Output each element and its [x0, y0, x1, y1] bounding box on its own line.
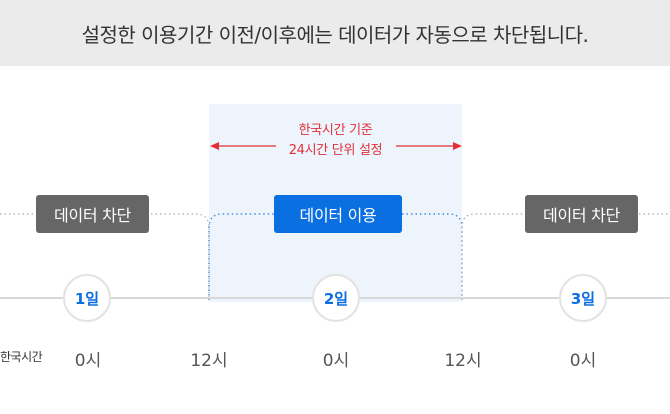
tick-label-0h-day1: 0시 — [74, 351, 102, 371]
tick-label-0h-day3: 0시 — [569, 351, 597, 371]
data-blocked-before-badge: 데이터 차단 — [36, 195, 149, 233]
data-blocked-after-badge: 데이터 차단 — [525, 195, 638, 233]
day-1-label: 1일 — [74, 289, 100, 308]
range-arrow-right-head — [453, 142, 462, 150]
blocked-before-dotted-line — [0, 213, 210, 300]
tick-label-0h-day2: 0시 — [322, 351, 350, 371]
data-use-label: 데이터 이용 — [299, 206, 377, 225]
day-3-marker: 3일 — [559, 274, 607, 322]
day-3-label: 3일 — [570, 289, 596, 308]
notice-text: 설정한 이용기간 이전/이후에는 데이터가 자동으로 차단됩니다. — [81, 22, 589, 47]
tick-label-12h-day2: 12시 — [444, 351, 482, 371]
day-2-marker: 2일 — [312, 274, 360, 322]
timezone-label: 한국시간 — [0, 350, 43, 364]
notice-banner: 설정한 이용기간 이전/이후에는 데이터가 자동으로 차단됩니다. — [0, 0, 670, 66]
day-1-marker: 1일 — [63, 274, 111, 322]
range-note: 한국시간 기준 24시간 단위 설정 — [209, 121, 462, 161]
range-note-line1: 한국시간 기준 — [298, 123, 373, 138]
range-arrow-left-head — [210, 142, 219, 150]
tick-label-12h-day1: 12시 — [190, 351, 228, 371]
range-note-line2: 24시간 단위 설정 — [288, 143, 383, 158]
data-blocked-after-label: 데이터 차단 — [543, 206, 620, 225]
range-arrow — [210, 142, 462, 150]
blocked-after-dotted-line — [461, 213, 670, 300]
data-blocked-before-label: 데이터 차단 — [54, 206, 131, 225]
data-use-badge: 데이터 이용 — [274, 195, 402, 233]
day-2-label: 2일 — [323, 289, 349, 308]
